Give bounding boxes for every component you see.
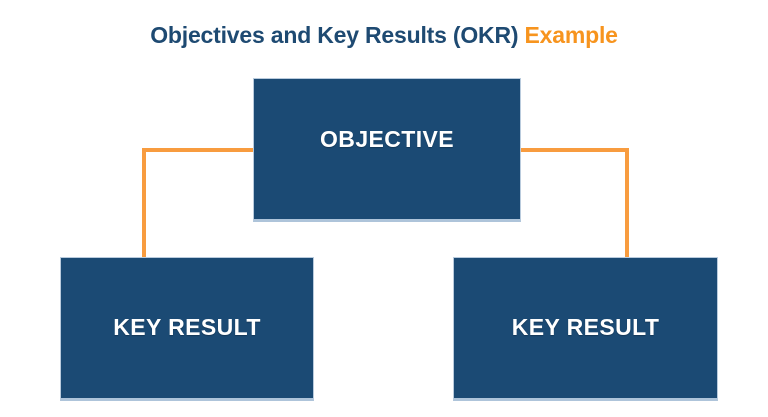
page-title-accent: Example: [524, 22, 618, 48]
page-title: Objectives and Key Results (OKR) Example: [0, 20, 768, 50]
connector-objective-to-key-result-left-horizontal: [142, 148, 255, 152]
node-key-result-left-label: KEY RESULT: [113, 314, 261, 340]
node-objective: OBJECTIVE: [253, 78, 521, 222]
page-title-main: Objectives and Key Results (OKR): [150, 22, 525, 48]
connector-objective-to-key-result-right-horizontal: [519, 148, 629, 152]
node-key-result-right: KEY RESULT: [453, 257, 718, 401]
node-objective-label: OBJECTIVE: [320, 126, 454, 152]
node-key-result-right-label: KEY RESULT: [511, 314, 660, 340]
connector-objective-to-key-result-left-vertical: [142, 148, 146, 258]
connector-objective-to-key-result-right-vertical: [625, 148, 629, 258]
node-key-result-left: KEY RESULT: [60, 257, 314, 401]
